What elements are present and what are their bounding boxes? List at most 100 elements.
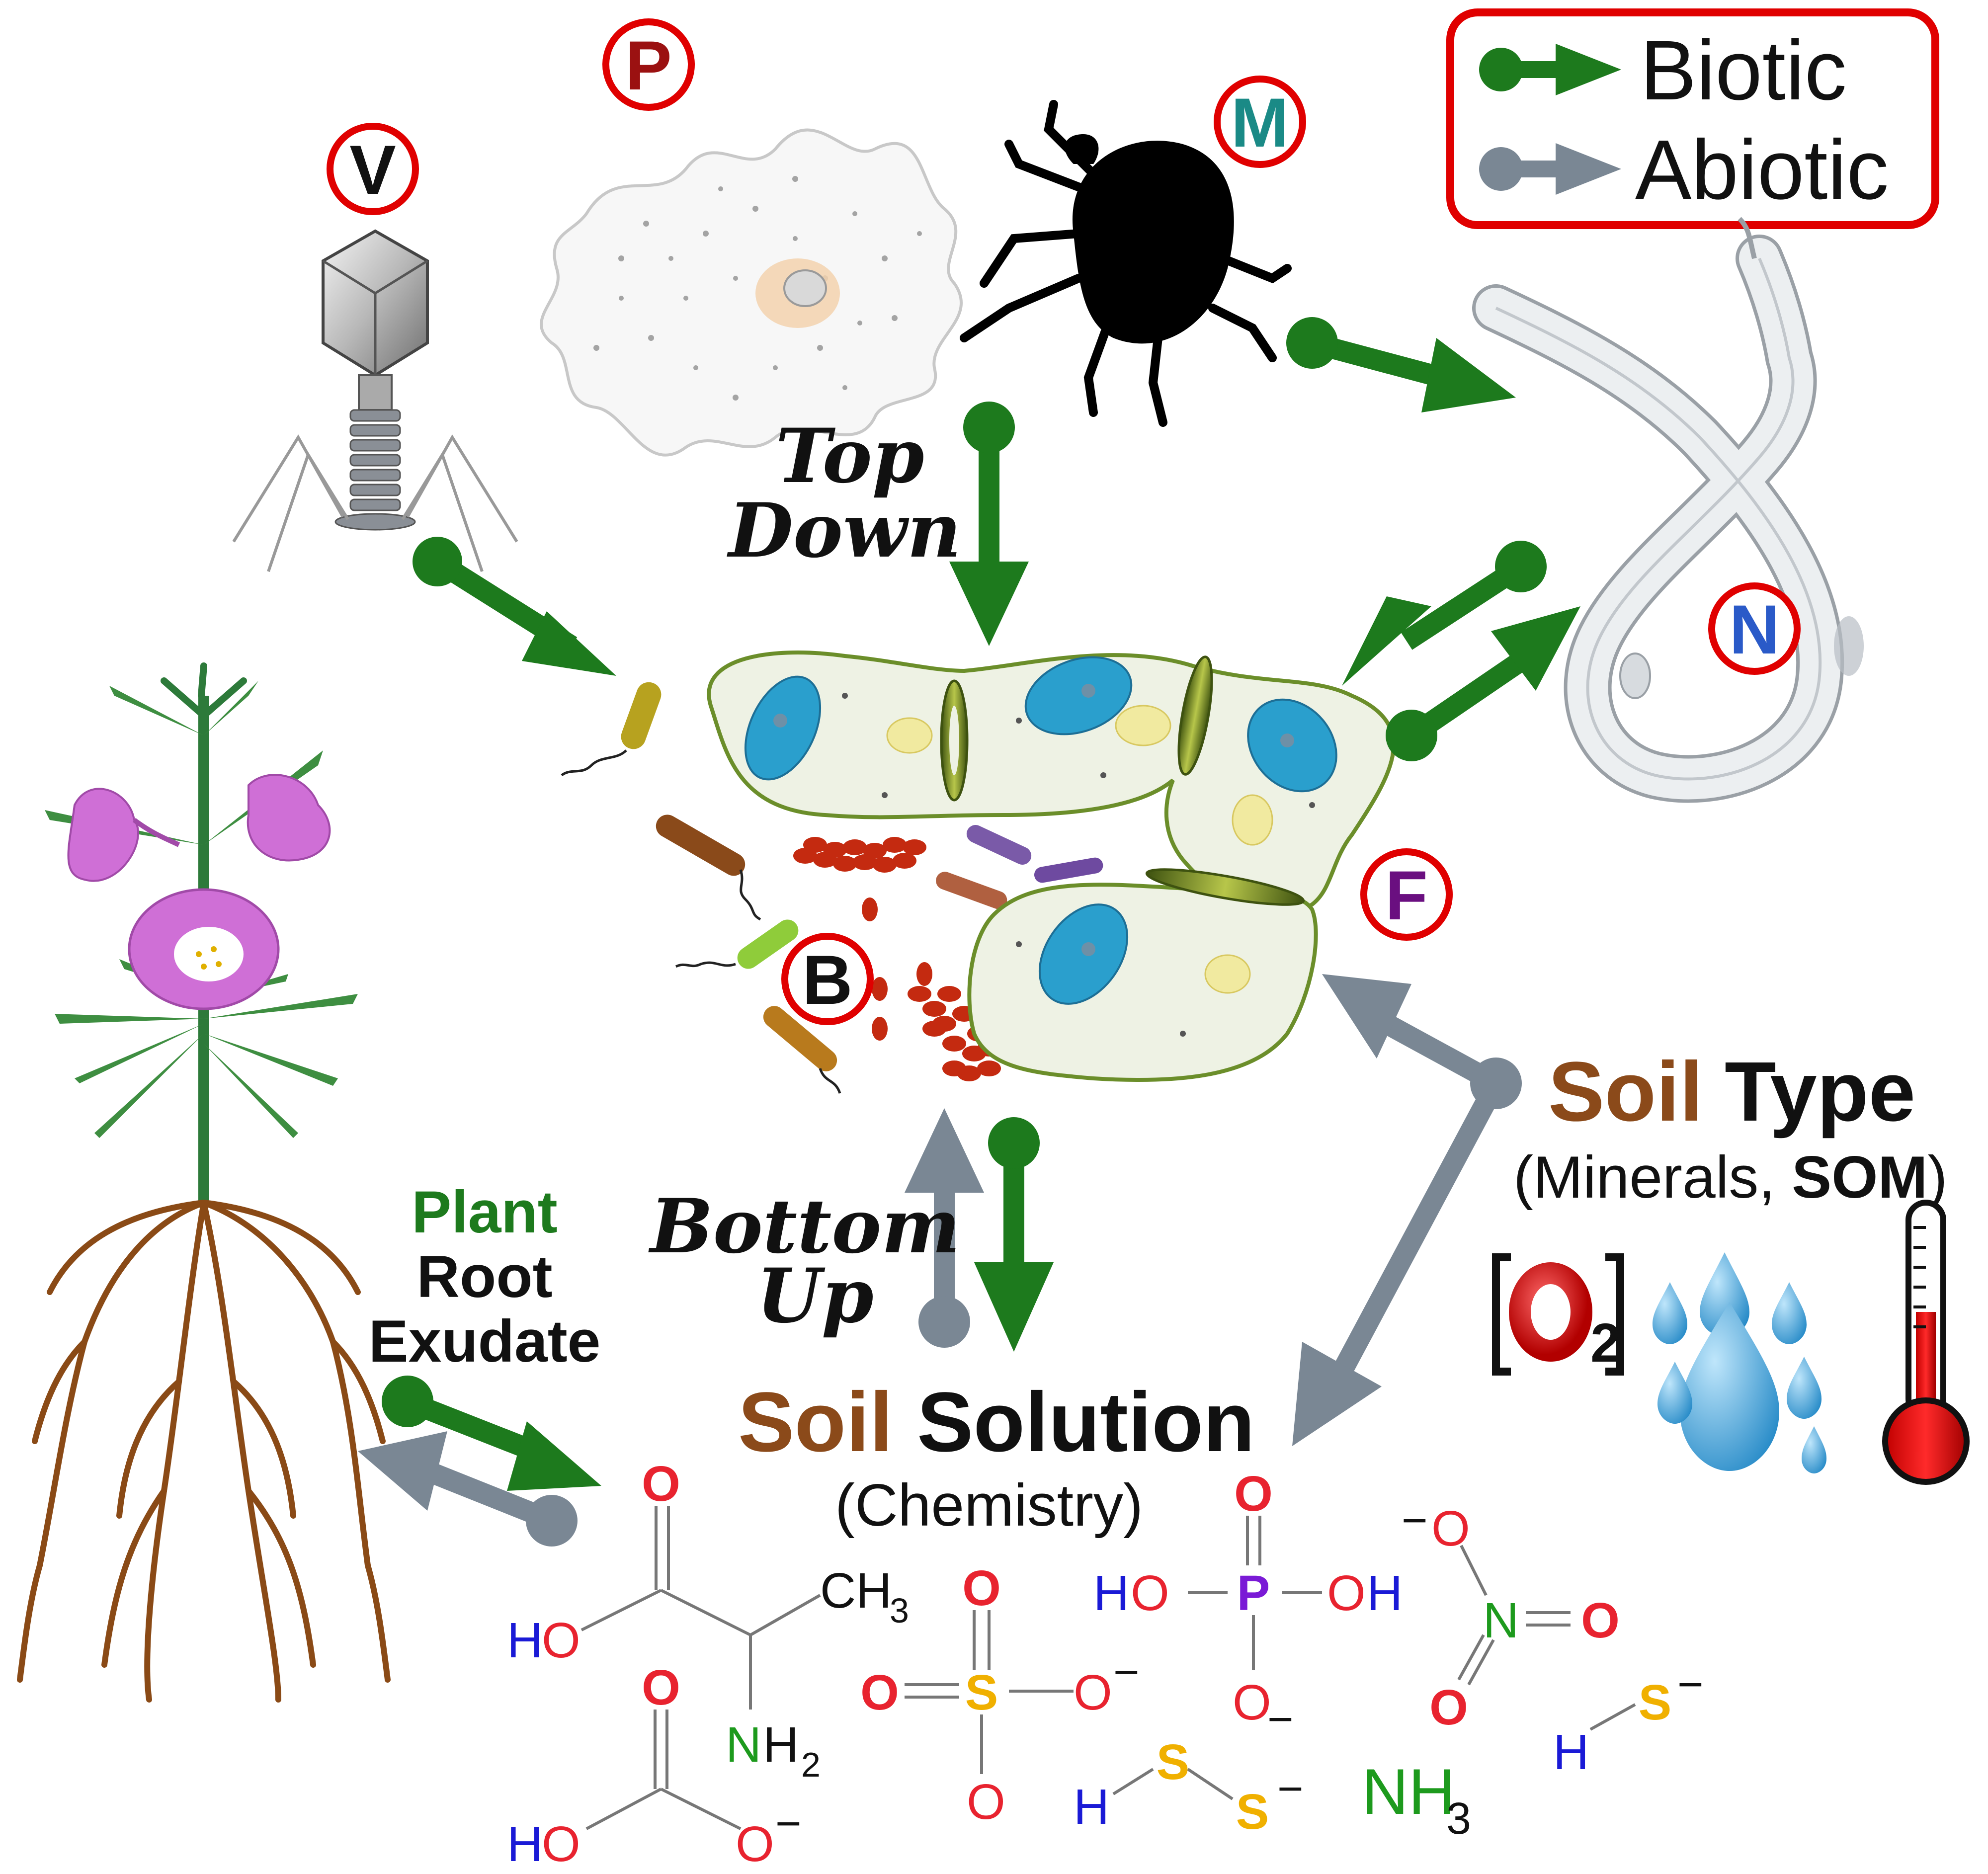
soil-type-paren-close: ) (1927, 1144, 1947, 1211)
flower-right (247, 774, 331, 862)
hydrosulfide-structure: H S − (1553, 1660, 1704, 1780)
svg-text:O: O (860, 1665, 899, 1720)
bottom-up-label-line1: Bottom (648, 1183, 960, 1270)
septum-ring-2 (1177, 655, 1213, 776)
arrow-fungi-to-nematode (1386, 606, 1580, 761)
biotic-label: Biotic (1640, 23, 1847, 118)
arrow-bottom-up-biotic (974, 1117, 1054, 1352)
arrow-soiltype-to-solution (1292, 1078, 1505, 1446)
soil-solution-subtitle: (Chemistry) (835, 1472, 1143, 1539)
mite-illustration (960, 100, 1292, 427)
top-down-label-line1: Top (775, 412, 924, 500)
svg-text:2: 2 (801, 1745, 821, 1784)
nematode-badge: N (1708, 582, 1801, 675)
svg-text:P: P (625, 26, 671, 104)
svg-text:−: − (1402, 1496, 1428, 1546)
plant-illustration (17, 662, 391, 1703)
svg-text:−: − (1277, 1764, 1304, 1814)
svg-text:O: O (1429, 1680, 1468, 1735)
svg-text:O: O (1234, 1466, 1273, 1522)
biotic-legend-arrow (1479, 44, 1621, 95)
mite-badge: M (1214, 76, 1306, 168)
svg-text:−: − (1113, 1647, 1140, 1697)
svg-text:F: F (1385, 856, 1428, 934)
svg-text:S: S (965, 1665, 998, 1720)
svg-text:N: N (1483, 1593, 1519, 1648)
svg-text:−: − (1267, 1695, 1294, 1744)
svg-text:3: 3 (1446, 1794, 1471, 1844)
svg-text:(Minerals, SOM): (Minerals, SOM) (1513, 1144, 1947, 1211)
legend-box: Biotic Abiotic (1446, 8, 1939, 229)
arrow-top-down (949, 402, 1029, 646)
svg-text:−: − (775, 1799, 802, 1849)
svg-text:H: H (1367, 1565, 1403, 1621)
protist-badge: P (602, 18, 695, 111)
disulfide-structure: H S S − (1074, 1734, 1304, 1840)
svg-text:O: O (967, 1774, 1005, 1830)
flower-left (67, 788, 180, 882)
svg-text:O: O (1233, 1675, 1271, 1730)
svg-text:−: − (1677, 1660, 1704, 1710)
abiotic-label: Abiotic (1635, 123, 1889, 217)
alanine-structure: O H O CH 3 N H 2 (507, 1456, 909, 1784)
plant-roots (17, 1200, 391, 1703)
svg-text:O: O (962, 1560, 1001, 1616)
soil-type-som: SOM (1792, 1144, 1927, 1211)
top-down-label-line2: Down (727, 487, 961, 574)
svg-text:O: O (736, 1816, 774, 1872)
arrow-plant-to-solution (382, 1376, 601, 1491)
oxygen-icon: O 2 (1492, 1253, 1624, 1376)
protist-amoeba-illustration (540, 128, 963, 457)
svg-text:O: O (542, 1613, 580, 1668)
thermometer-icon (1882, 1200, 1970, 1485)
svg-text:H: H (1553, 1724, 1589, 1780)
svg-text:O: O (642, 1660, 680, 1715)
phosphate-structure: O H O P O H O − (1093, 1466, 1403, 1744)
svg-text:3: 3 (890, 1591, 909, 1630)
arrow-virus-to-bacteria (413, 537, 616, 676)
soil-solution-word-solution: Solution (917, 1375, 1255, 1469)
water-drops-icon (1653, 1252, 1826, 1473)
septum-ring-1 (940, 679, 969, 802)
bacteria-badge: B (781, 933, 874, 1025)
svg-text:O: O (1074, 1665, 1112, 1720)
soil-type-word-soil: Soil (1548, 1045, 1703, 1139)
exudate-label: Exudate (369, 1308, 601, 1375)
svg-text:O: O (642, 1456, 680, 1512)
svg-text:H: H (1093, 1565, 1129, 1621)
flower-center (128, 888, 280, 1010)
svg-text:CH: CH (820, 1563, 892, 1619)
svg-text:O: O (1131, 1565, 1169, 1621)
bacteriophage-illustration (232, 229, 518, 572)
svg-text:V: V (349, 131, 396, 209)
soil-type-word-type: Type (1725, 1045, 1915, 1139)
svg-text:O: O (1581, 1593, 1620, 1648)
sulfate-structure: O O S O − O (860, 1560, 1139, 1830)
svg-text:M: M (1231, 83, 1289, 162)
svg-text:H: H (507, 1816, 543, 1872)
soil-solution-heading: Soil Solution (738, 1375, 1255, 1469)
svg-text:O: O (1327, 1565, 1366, 1621)
fungi-badge: F (1360, 848, 1453, 941)
arrow-bottom-up-abiotic (905, 1108, 984, 1348)
abiotic-legend-arrow (1479, 143, 1621, 195)
virus-badge: V (327, 123, 419, 215)
svg-text:S: S (1157, 1734, 1190, 1790)
svg-text:S: S (1639, 1675, 1672, 1730)
arrow-mite-to-nematode (1286, 317, 1516, 412)
svg-text:P: P (1237, 1565, 1270, 1621)
ammonia-structure: NH 3 (1362, 1755, 1471, 1844)
plant-label: Plant (412, 1179, 557, 1245)
arrow-solution-to-plant (358, 1431, 578, 1547)
svg-text:H: H (507, 1613, 543, 1668)
bicarbonate-structure: O H O O − (507, 1660, 802, 1872)
root-label: Root (416, 1243, 552, 1310)
oxygen-subscript: 2 (1590, 1312, 1621, 1374)
nematode-illustration (1472, 217, 1864, 803)
svg-text:O: O (1431, 1501, 1470, 1556)
septum-ring-3 (1145, 868, 1305, 906)
bottom-up-label-line2: Up (756, 1252, 874, 1340)
svg-text:B: B (802, 941, 852, 1019)
